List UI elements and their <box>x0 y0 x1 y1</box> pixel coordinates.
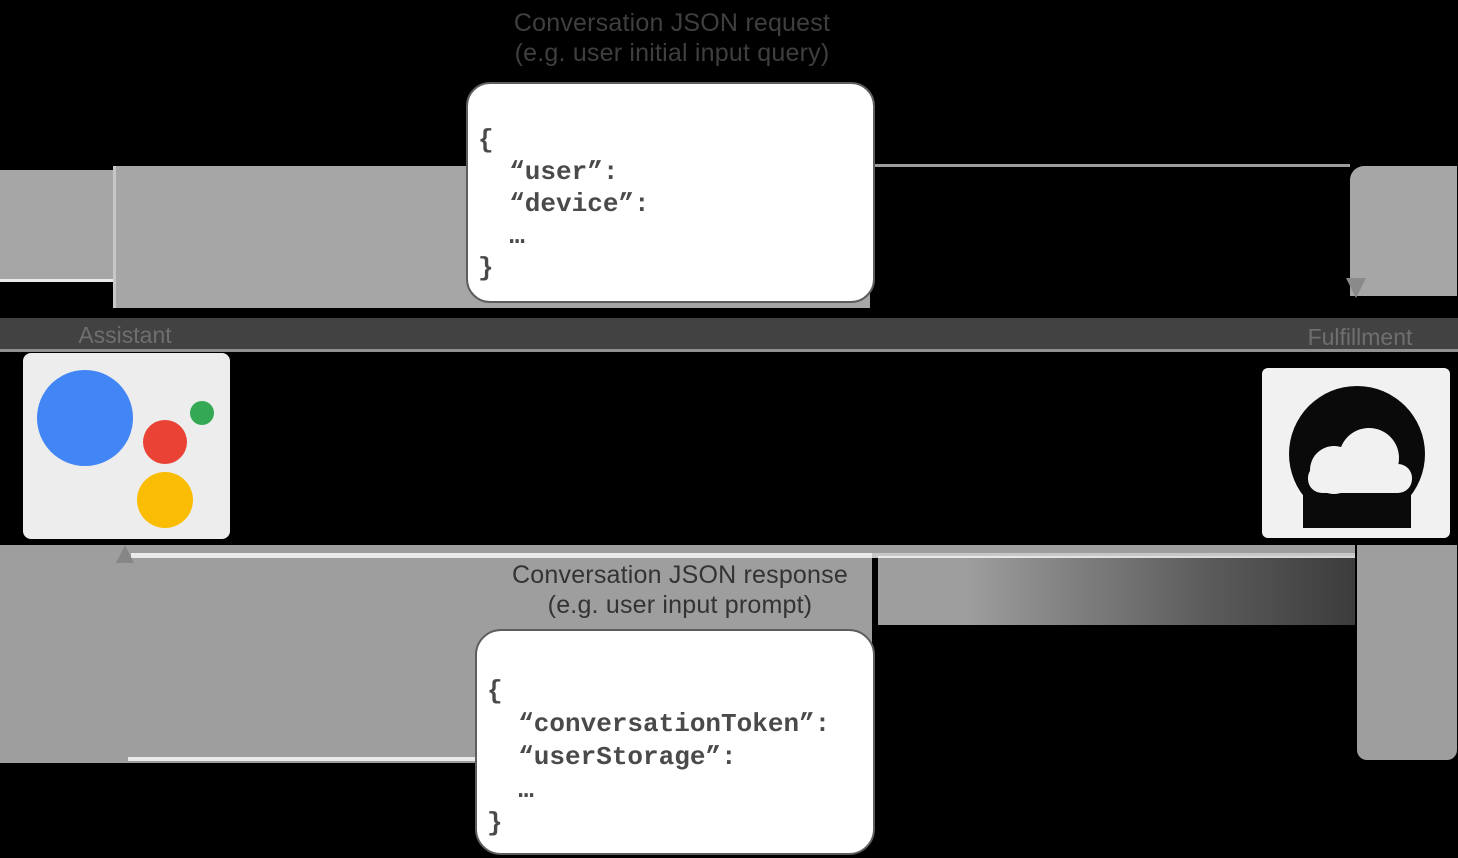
request-arrow-divider-vertical <box>113 166 116 308</box>
response-arrow-divider <box>131 553 1355 558</box>
response-json-code: { “conversationToken”: “userStorage”: … … <box>487 676 831 838</box>
google-assistant-logo-yellow-circle <box>137 472 193 528</box>
request-caption-line1: Conversation JSON request <box>513 9 831 37</box>
request-arrow-top-line <box>874 164 1350 167</box>
request-arrow-divider-horizontal <box>0 279 113 282</box>
cloud-icon <box>1289 386 1425 528</box>
node-label-row <box>0 318 1458 349</box>
response-arrow-right-segment <box>1357 545 1457 760</box>
request-json-box: { “user”: “device”: … } <box>466 82 875 303</box>
response-caption: Conversation JSON response (e.g. user in… <box>460 560 900 620</box>
assistant-tile <box>23 353 230 539</box>
response-arrowhead-icon <box>116 545 134 563</box>
fulfillment-label: Fulfillment <box>1307 324 1413 350</box>
node-label-underline <box>0 349 1458 352</box>
response-caption-line2: (e.g. user input prompt) <box>547 591 813 619</box>
fulfillment-tile <box>1262 368 1450 538</box>
response-caption-line1: Conversation JSON response <box>512 561 848 589</box>
request-arrow-right-segment <box>1350 166 1457 296</box>
google-assistant-logo-green-circle <box>190 401 214 425</box>
assistant-label: Assistant <box>78 322 172 348</box>
request-arrowhead-icon <box>1346 278 1366 298</box>
request-caption: Conversation JSON request (e.g. user ini… <box>452 8 892 68</box>
google-assistant-logo-red-circle <box>143 420 187 464</box>
request-json-code: { “user”: “device”: … } <box>478 125 650 283</box>
response-arrow-top-strip <box>0 545 1355 553</box>
response-arrow-fade-segment <box>878 556 1355 625</box>
request-caption-line2: (e.g. user initial input query) <box>514 39 830 67</box>
response-arrow-bottom-line <box>128 757 478 761</box>
response-json-box: { “conversationToken”: “userStorage”: … … <box>475 629 875 855</box>
google-assistant-logo-blue-circle <box>37 370 133 466</box>
request-arrow-left-segment <box>0 170 113 282</box>
